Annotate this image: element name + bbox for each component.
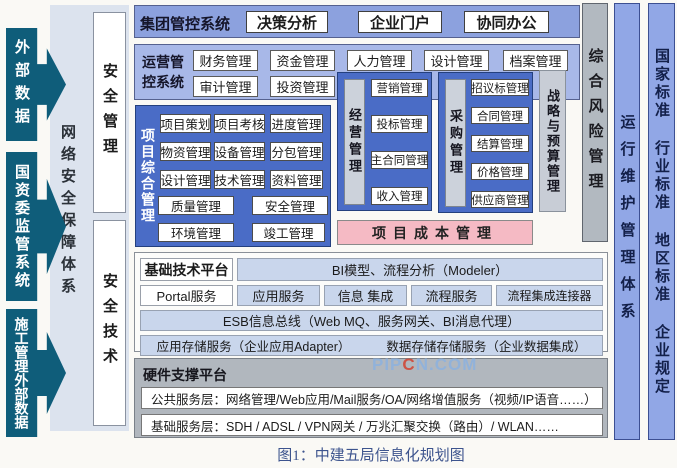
- business-mgmt-label: 经营管理: [347, 108, 362, 176]
- document-mgmt-box: 资料管理: [270, 170, 323, 189]
- watermark-part2: N.COM: [415, 355, 478, 374]
- project-mgmt-label: 项目综合管理: [140, 128, 156, 224]
- project-cost-bar: 项目成本管理: [337, 220, 533, 245]
- main-contract-mgmt-box: 主合同管理: [371, 151, 428, 169]
- security-management-box: 安全管理: [93, 12, 126, 213]
- investment-mgmt-box: 投资管理: [270, 76, 335, 97]
- watermark: PIPCN.COM: [372, 355, 477, 375]
- operation-control-label: 运营管控系统: [142, 54, 184, 91]
- environment-mgmt-box: 环境管理: [158, 223, 234, 242]
- portal-service-box: Portal服务: [140, 285, 233, 306]
- tender-mgmt-box: 招议标管理: [471, 79, 529, 96]
- revenue-mgmt-box: 收入管理: [371, 187, 428, 205]
- business-mgmt-group: 经营管理 营销管理 投标管理 主合同管理 收入管理: [337, 72, 432, 211]
- decision-analysis-box: 决策分析: [246, 11, 328, 33]
- procurement-mgmt-label-box: 采购管理: [445, 79, 466, 207]
- storage-service-box: 应用存储服务（企业应用Adapter） 数据存储存储服务（企业数据集成）: [140, 335, 603, 356]
- strategy-budget-bar: 战略与预算管理: [539, 70, 566, 212]
- finance-mgmt-box: 财务管理: [193, 50, 258, 71]
- security-technology-box: 安全技术: [93, 220, 126, 426]
- security-management-label: 安全管理: [101, 62, 118, 163]
- design-mgmt-project-box: 设计管理: [160, 170, 211, 189]
- project-assessment-box: 项目考核: [214, 114, 265, 133]
- design-mgmt-box: 设计管理: [424, 50, 489, 71]
- watermark-part1: PIP: [372, 355, 403, 374]
- construction-external-data-label: 施工管理外部数据: [13, 317, 30, 429]
- tech-platform-panel: 基础技术平台 BI模型、流程分析（Modeler） Portal服务 应用服务 …: [134, 252, 608, 356]
- operation-maintenance-label: 运行维护管理体系: [618, 113, 636, 330]
- procurement-mgmt-label: 采购管理: [448, 109, 463, 177]
- risk-mgmt-bar: 综合风险管理: [582, 3, 608, 242]
- external-data-label: 外部数据: [13, 38, 30, 131]
- risk-mgmt-label: 综合风险管理: [586, 47, 604, 198]
- network-security-backbone-label: 网络安全保障体系: [59, 124, 76, 300]
- hr-mgmt-box: 人力管理: [347, 50, 412, 71]
- esb-bus-box: ESB信息总线（Web MQ、服务网关、BI消息代理）: [140, 310, 603, 331]
- basic-service-layer-box: 基础服务层：SDH / ADSL / VPN网关 / 万兆汇聚交换（路由）/ W…: [141, 414, 603, 436]
- tech-platform-label-box: 基础技术平台: [140, 258, 233, 281]
- app-service-box: 应用服务: [237, 285, 320, 306]
- project-planning-box: 项目策划: [160, 114, 211, 133]
- group-control-label: 集团管控系统: [140, 16, 231, 33]
- bi-modeler-box: BI模型、流程分析（Modeler）: [237, 258, 603, 281]
- strategy-budget-label: 战略与预算管理: [545, 88, 560, 194]
- procurement-mgmt-group: 采购管理 招议标管理 合同管理 结算管理 价格管理 供应商管理: [438, 72, 533, 213]
- data-storage-label: 数据存储存储服务（企业数据集成）: [386, 340, 587, 354]
- audit-mgmt-box: 审计管理: [193, 76, 258, 97]
- hardware-platform-label: 硬件支撑平台: [143, 367, 227, 383]
- watermark-c: C: [402, 355, 416, 374]
- marketing-mgmt-box: 营销管理: [371, 79, 428, 97]
- info-integration-box: 信息 集成: [324, 285, 407, 306]
- project-mgmt-label-box: 项目综合管理: [138, 106, 158, 246]
- public-service-layer-box: 公共服务层：网络管理/Web应用/Mail服务/OA/网络增值服务（视频/IP语…: [141, 387, 603, 409]
- safety-mgmt-box: 安全管理: [252, 196, 328, 215]
- subcontract-mgmt-box: 分包管理: [270, 142, 323, 161]
- bidding-mgmt-box: 投标管理: [371, 115, 428, 133]
- materials-mgmt-box: 物资管理: [160, 142, 211, 161]
- standards-bar: 国家标准 行业标准 地区标准 企业规定: [648, 3, 675, 440]
- completion-mgmt-box: 竣工管理: [252, 223, 325, 242]
- technology-mgmt-box: 技术管理: [214, 170, 265, 189]
- equipment-mgmt-box: 设备管理: [214, 142, 265, 161]
- capital-mgmt-box: 资金管理: [270, 50, 335, 71]
- app-storage-label: 应用存储服务（企业应用Adapter）: [156, 340, 351, 354]
- security-technology-label: 安全技术: [101, 273, 118, 373]
- standards-label: 国家标准 行业标准 地区标准 企业规定: [653, 47, 670, 396]
- figure-caption: 图1：中建五局信息化规划图: [277, 448, 465, 464]
- settlement-mgmt-box: 结算管理: [471, 135, 529, 152]
- business-mgmt-label-box: 经营管理: [344, 79, 365, 205]
- collaborative-office-box: 协同办公: [464, 11, 549, 33]
- operation-maintenance-bar: 运行维护管理体系: [614, 3, 640, 440]
- enterprise-portal-box: 企业门户: [358, 11, 442, 33]
- contract-mgmt-box: 合同管理: [471, 107, 529, 124]
- process-service-box: 流程服务: [411, 285, 492, 306]
- group-control-panel: 集团管控系统 决策分析 企业门户 协同办公: [134, 5, 580, 38]
- hardware-platform-panel: 硬件支撑平台 公共服务层：网络管理/Web应用/Mail服务/OA/网络增值服务…: [134, 358, 608, 438]
- project-mgmt-group: 项目综合管理 项目策划 项目考核 进度管理 物资管理 设备管理 分包管理 设计管…: [135, 105, 331, 247]
- sasac-supervision-label: 国资委监管系统: [13, 163, 30, 290]
- quality-mgmt-box: 质量管理: [158, 196, 234, 215]
- supplier-mgmt-box: 供应商管理: [471, 191, 529, 208]
- schedule-mgmt-box: 进度管理: [270, 114, 323, 133]
- price-mgmt-box: 价格管理: [471, 163, 529, 180]
- archive-mgmt-box: 档案管理: [503, 50, 568, 71]
- process-integration-connector-box: 流程集成连接器: [496, 285, 603, 306]
